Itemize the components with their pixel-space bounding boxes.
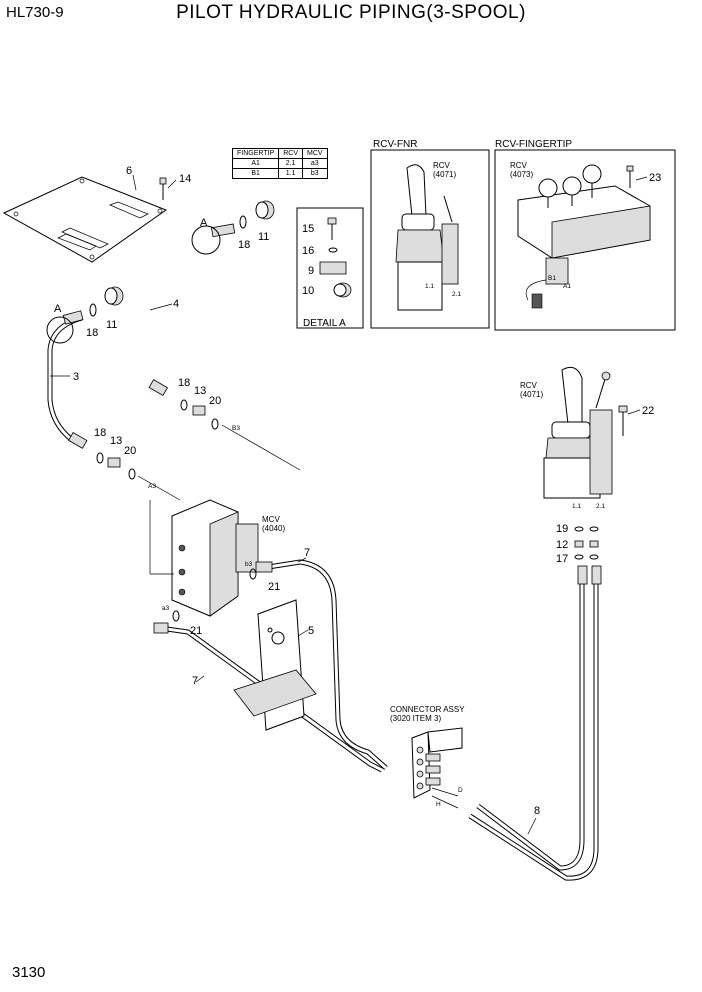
callout-3: 3 xyxy=(73,371,79,383)
fingertip-unit xyxy=(517,164,651,309)
mcv-label: MCV(4040) xyxy=(262,515,285,533)
port-label: D xyxy=(458,787,463,794)
port-label: a3 xyxy=(162,605,170,612)
label-line: MCV xyxy=(262,515,280,524)
fnr-rcv-label: RCV(4071) xyxy=(433,161,456,179)
mcv-valve xyxy=(149,499,259,617)
callout-8: 8 xyxy=(534,805,540,817)
label-line: CONNECTOR ASSY xyxy=(390,705,465,714)
label-line: (4071) xyxy=(433,170,456,179)
connector-label: CONNECTOR ASSY(3020 ITEM 3) xyxy=(390,705,465,723)
detail-a-parts xyxy=(319,217,352,298)
rcv-fnr-panel xyxy=(370,149,490,329)
callout-12: 12 xyxy=(556,539,568,551)
callout-a: A xyxy=(54,303,62,315)
hose-8 xyxy=(468,565,602,881)
label-line: (4040) xyxy=(262,524,285,533)
callout-7: 7 xyxy=(192,675,198,687)
rcv-main-label: RCV(4071) xyxy=(520,381,543,399)
cap-11 xyxy=(104,286,124,306)
table-cell: b3 xyxy=(302,168,328,179)
callout-20: 20 xyxy=(209,395,221,407)
callout-17: 17 xyxy=(556,553,568,565)
hose-3 xyxy=(46,310,88,449)
callout-15: 15 xyxy=(302,223,314,235)
label-line: (4071) xyxy=(520,390,543,399)
callout-10: 10 xyxy=(302,285,314,297)
label-line: (3020 ITEM 3) xyxy=(390,714,441,723)
callout-11: 11 xyxy=(106,319,117,331)
port-label: A3 xyxy=(148,483,156,490)
o-ring-18 xyxy=(89,303,97,317)
rcv-fnr-title: RCV-FNR xyxy=(373,139,417,150)
leader-lines xyxy=(50,174,648,835)
label-line: RCV xyxy=(433,161,451,170)
rcv-fingertip-panel xyxy=(494,149,676,331)
rcv-fingertip-title: RCV-FINGERTIP xyxy=(495,139,572,150)
table-cell: 1.1 xyxy=(278,168,303,179)
callout-7: 7 xyxy=(304,547,310,559)
callout-6: 6 xyxy=(126,165,132,177)
port-label: A1 xyxy=(563,283,571,290)
fingertip-rcv-label: RCV(4073) xyxy=(510,161,533,179)
table-cell: B1 xyxy=(231,168,280,179)
callout-a: A xyxy=(200,217,208,229)
callout-11: 11 xyxy=(258,231,269,243)
o-ring-18 xyxy=(239,215,247,229)
port-table: FINGERTIP RCV MCV A1 2.1 a3 B1 1.1 b3 xyxy=(231,148,328,179)
port-label: H xyxy=(436,801,441,808)
callout-4: 4 xyxy=(173,298,179,310)
fitting-set-b3 xyxy=(180,399,301,471)
table-row: B1 1.1 b3 xyxy=(231,168,328,179)
model-number: HL730-9 xyxy=(6,4,64,21)
callout-18: 18 xyxy=(238,239,250,251)
rcv-fnr-joystick xyxy=(395,164,459,311)
connector-assy xyxy=(411,727,463,809)
port-label: B3 xyxy=(232,425,240,432)
label-line: RCV xyxy=(520,381,538,390)
callout-20: 20 xyxy=(124,445,136,457)
page-number: 3130 xyxy=(12,964,46,981)
callout-22: 22 xyxy=(642,405,654,417)
callout-18: 18 xyxy=(178,377,190,389)
detail-a-title: DETAIL A xyxy=(303,318,346,329)
callout-5: 5 xyxy=(308,625,314,637)
port-label: 2.1 xyxy=(596,503,605,510)
cover-plate xyxy=(2,176,168,263)
detail-a-box xyxy=(296,207,364,329)
callout-21: 21 xyxy=(268,581,280,593)
callout-18: 18 xyxy=(86,327,98,339)
port-label: B1 xyxy=(548,275,556,282)
bolt-14 xyxy=(159,177,167,200)
callout-19: 19 xyxy=(556,523,568,535)
page-title: PILOT HYDRAULIC PIPING(3-SPOOL) xyxy=(176,2,526,23)
port-label: 1.1 xyxy=(425,283,434,290)
port-label: 1.1 xyxy=(572,503,581,510)
callout-16: 16 xyxy=(302,245,314,257)
callout-13: 13 xyxy=(110,435,122,447)
bracket-5 xyxy=(233,599,317,731)
fittings-19-12-17 xyxy=(574,526,599,560)
hose-4 xyxy=(136,223,237,397)
callout-18: 18 xyxy=(94,427,106,439)
rcv-main-joystick xyxy=(543,366,613,499)
bolt-22 xyxy=(618,405,628,436)
callout-21: 21 xyxy=(190,625,202,637)
label-line: (4073) xyxy=(510,170,533,179)
port-label: b3 xyxy=(245,561,253,568)
label-line: RCV xyxy=(510,161,528,170)
port-label: 2.1 xyxy=(452,291,461,298)
fitting-set-a3 xyxy=(96,452,181,501)
callout-23: 23 xyxy=(649,172,661,184)
callout-9: 9 xyxy=(308,265,314,277)
callout-13: 13 xyxy=(194,385,206,397)
hose-7-upper xyxy=(249,559,388,770)
callout-14: 14 xyxy=(179,173,191,185)
cap-11 xyxy=(255,200,275,220)
